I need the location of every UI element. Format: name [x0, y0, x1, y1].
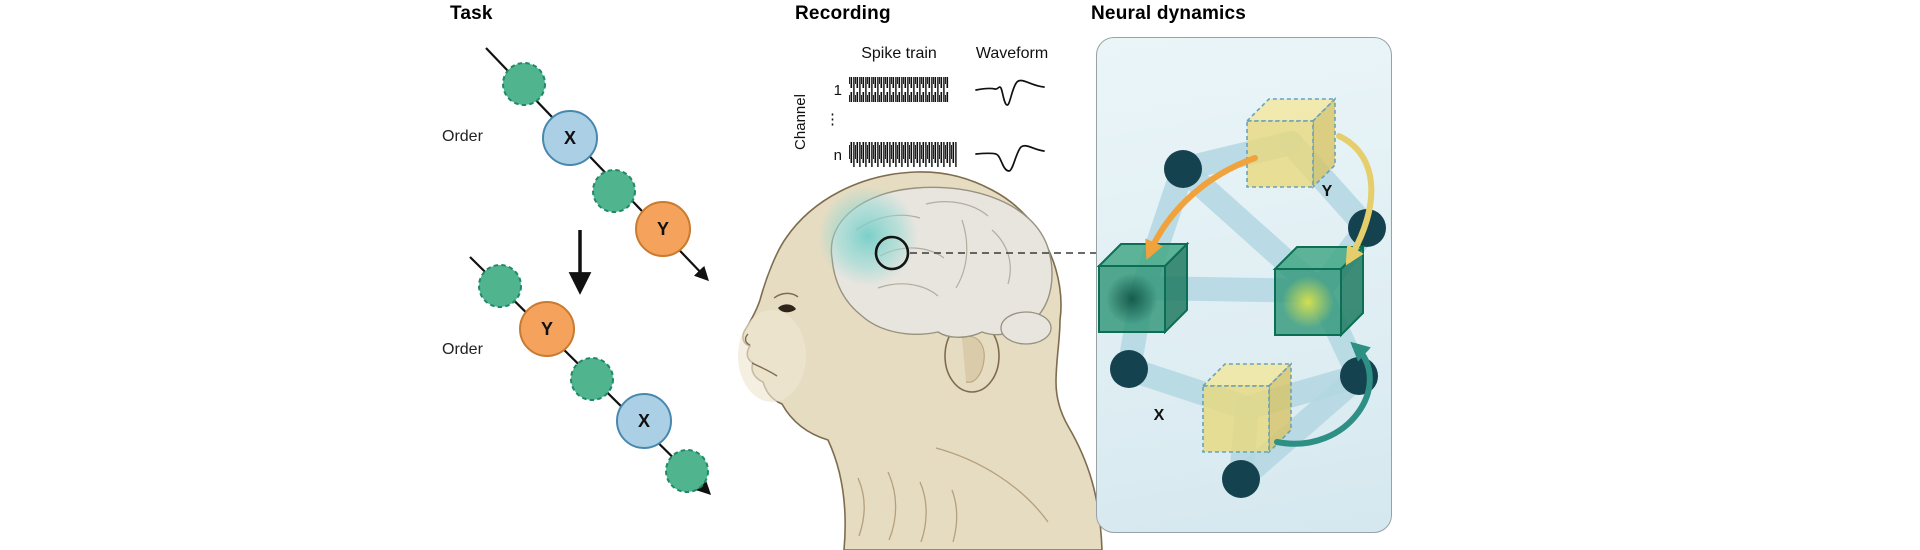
neural-dynamics-panel-title: Neural dynamics: [1091, 3, 1247, 24]
cube-inner-glow: [1282, 276, 1334, 328]
waveform-header: Waveform: [976, 45, 1048, 62]
cube-green-center: [1272, 244, 1366, 338]
distractor-circle: [665, 449, 709, 493]
stimulus-x-circle: [616, 393, 672, 449]
transition-arrow-teal: [1274, 341, 1373, 447]
monkey-fur-lines: [857, 447, 1049, 543]
stimulus-x-label: X: [638, 411, 650, 431]
waveform-channel-n: [975, 144, 1045, 172]
monkey-eye: [773, 292, 799, 313]
state-x-label: X: [1154, 407, 1165, 424]
channel-1-label: 1: [834, 82, 842, 99]
transition-arrow-orange: [1145, 155, 1258, 260]
stimulus-y-circle: [635, 201, 691, 257]
monkey-illustration: [738, 171, 1103, 550]
trial-sequence-1: Order X Y: [442, 47, 709, 282]
trial-sequence-2: Order Y X: [442, 256, 712, 496]
brain-illustration: [818, 186, 1053, 345]
order-label-2: Order: [442, 341, 484, 358]
recording-diagram: Spike train Waveform Channel 1 ⋮ n: [792, 45, 1048, 172]
network-node: [1164, 150, 1202, 188]
network-node: [1110, 350, 1148, 388]
monkey-ear: [944, 319, 1000, 393]
stimulus-y-circle: [519, 301, 575, 357]
channel-axis-label: Channel: [792, 94, 809, 150]
monkey-nostril: [744, 333, 751, 346]
transition-arrow-yellow: [1336, 133, 1375, 266]
monkey-muzzle-shading: [738, 310, 806, 402]
cube-yellow-bottom: [1201, 362, 1293, 454]
cube-yellow-top: [1245, 97, 1337, 189]
recording-site-highlight: [818, 186, 918, 286]
distractor-circle: [570, 357, 614, 401]
task-panel-title: Task: [450, 3, 493, 24]
task-diagram: Order X Y Order Y X: [442, 47, 712, 496]
cerebellum: [1000, 311, 1052, 345]
cube-green-left: [1097, 241, 1190, 335]
spike-train-channel-n: [849, 142, 957, 167]
waveform-channel-1: [975, 79, 1045, 106]
monkey-mouth: [751, 362, 778, 377]
distractor-circle: [478, 264, 522, 308]
stimulus-x-label: X: [564, 128, 576, 148]
distractor-circle: [502, 62, 546, 106]
stimulus-y-label: Y: [657, 219, 669, 239]
neural-dynamics-panel: Y X: [1096, 37, 1392, 533]
stimulus-y-label: Y: [541, 319, 553, 339]
network-node: [1222, 460, 1260, 498]
cube-inner-glow: [1106, 273, 1158, 325]
channel-ellipsis: ⋮: [825, 111, 840, 128]
neural-dynamics-diagram: Y X: [1097, 97, 1386, 498]
stimulus-x-circle: [542, 110, 598, 166]
recording-panel-title: Recording: [795, 3, 891, 24]
order-label-1: Order: [442, 128, 484, 145]
spike-train-channel-1: [849, 77, 949, 102]
recording-site-ring: [874, 235, 910, 271]
state-y-label: Y: [1322, 183, 1333, 200]
channel-n-label: n: [834, 147, 842, 164]
spike-train-header: Spike train: [861, 45, 937, 62]
distractor-circle: [592, 169, 636, 213]
